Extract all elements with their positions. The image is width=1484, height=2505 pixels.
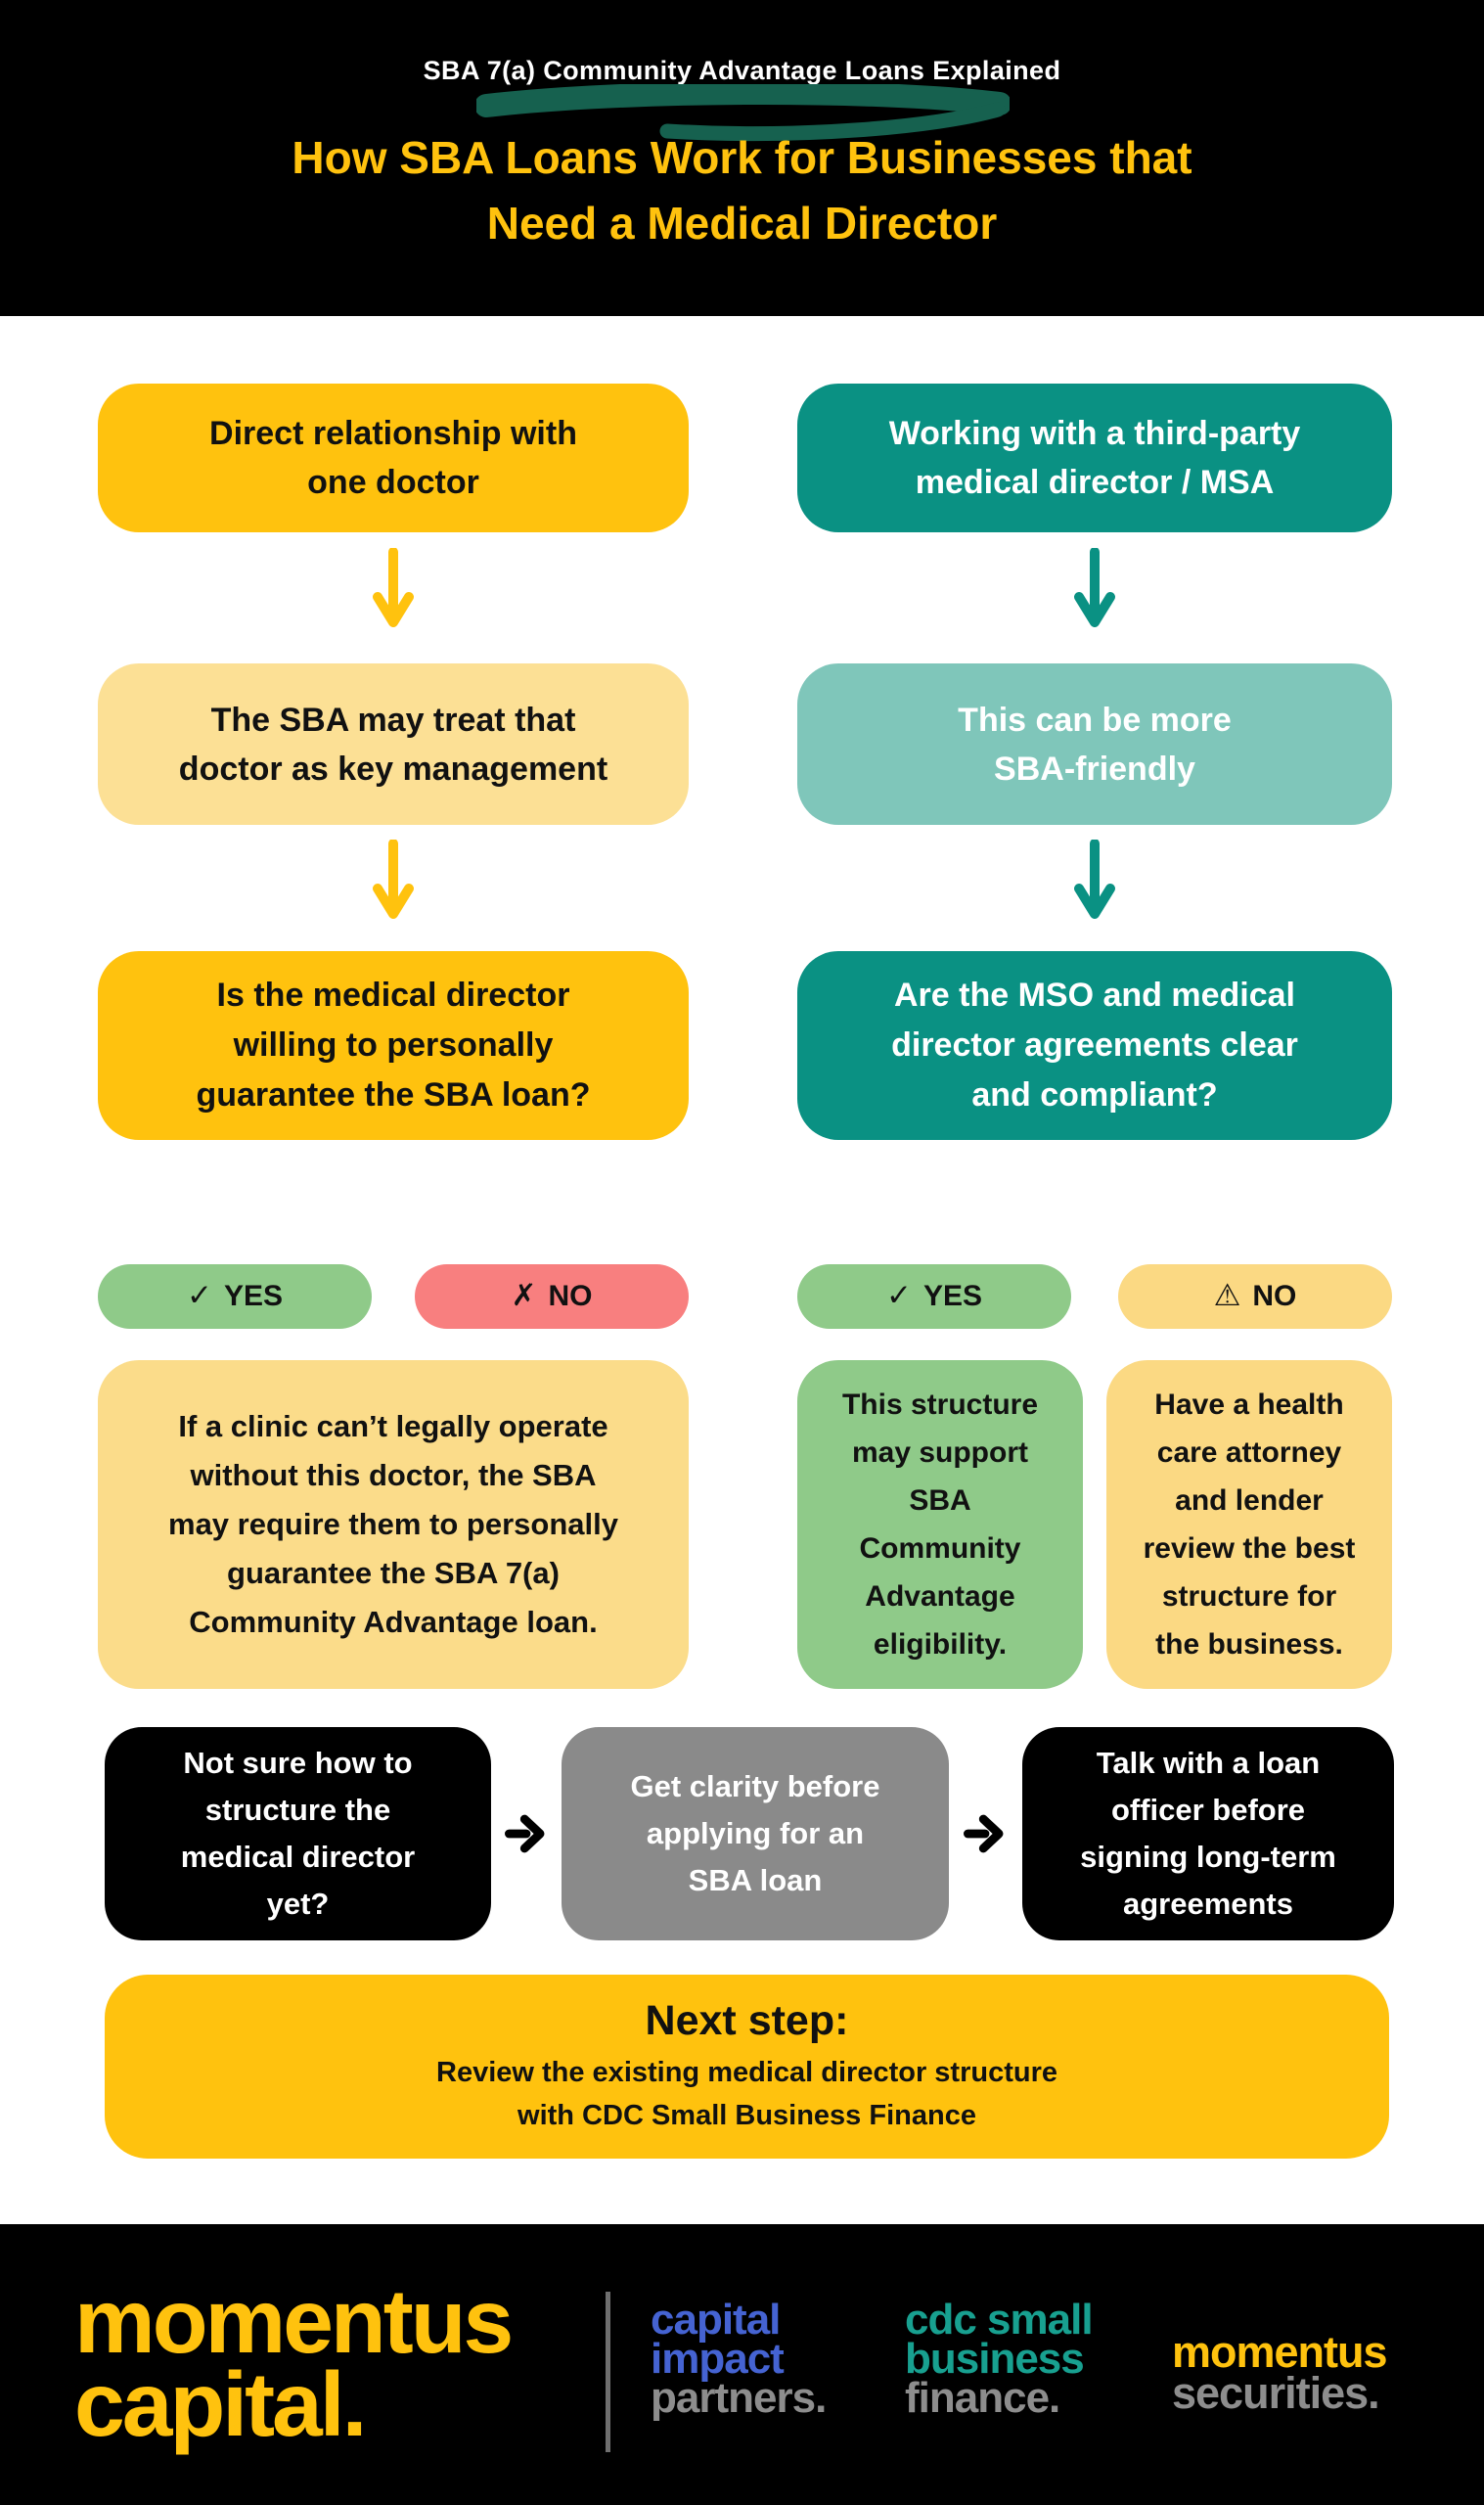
brush-underline-icon	[476, 84, 1010, 142]
yes-label: YES	[922, 1280, 982, 1312]
cdc-small-business-finance-logo: cdc small business finance.	[905, 2296, 1094, 2422]
right-no-badge: ⚠ NO	[1118, 1264, 1392, 1329]
logo-line: finance.	[905, 2374, 1060, 2422]
left-question-box: Is the medical director willing to perso…	[98, 951, 689, 1140]
no-label: NO	[1252, 1280, 1297, 1312]
right-step-box: This can be more SBA-friendly	[797, 663, 1392, 825]
left-step-box: The SBA may treat that doctor as key man…	[98, 663, 689, 825]
capital-impact-partners-logo: capital impact partners.	[651, 2296, 827, 2422]
right-question-box: Are the MSO and medical director agreeme…	[797, 951, 1392, 1140]
next-step-box: Next step: Review the existing medical d…	[105, 1975, 1389, 2159]
logo-line: cdc small	[905, 2296, 1094, 2344]
cta-box-3: Talk with a loan officer before signing …	[1022, 1727, 1394, 1940]
logo-line: capital	[651, 2296, 781, 2344]
footer: momentus capital. capital impact partner…	[0, 2224, 1484, 2505]
logo-line: partners.	[651, 2374, 827, 2422]
left-yes-badge: ✓ YES	[98, 1264, 372, 1329]
eyebrow-text: SBA 7(a) Community Advantage Loans Expla…	[423, 56, 1061, 85]
cross-icon: ✗	[511, 1278, 537, 1312]
down-arrow-icon	[1072, 548, 1117, 638]
cta-box-2: Get clarity before applying for an SBA l…	[562, 1727, 949, 1940]
momentus-securities-logo: momentus securities.	[1172, 2327, 1388, 2418]
right-outcome-yes-box: This structure may support SBA Community…	[797, 1360, 1083, 1689]
footer-divider	[606, 2292, 610, 2452]
left-start-box: Direct relationship with one doctor	[98, 384, 689, 532]
logo-line: momentus	[1172, 2327, 1388, 2377]
yes-label: YES	[223, 1280, 283, 1312]
no-label: NO	[548, 1280, 593, 1312]
warning-icon: ⚠	[1213, 1278, 1241, 1312]
right-arrow-icon	[964, 1811, 1007, 1856]
down-arrow-icon	[371, 840, 416, 930]
momentus-capital-logo: momentus capital.	[74, 2270, 514, 2455]
logo-line: securities.	[1172, 2368, 1380, 2418]
logo-line: business	[905, 2335, 1085, 2383]
check-icon: ✓	[186, 1278, 212, 1312]
check-icon: ✓	[885, 1278, 912, 1312]
page-title: How SBA Loans Work for Businesses that N…	[292, 132, 1192, 249]
right-outcome-no-box: Have a health care attorney and lender r…	[1106, 1360, 1392, 1689]
left-outcome-box: If a clinic can’t legally operate withou…	[98, 1360, 689, 1689]
right-arrow-icon	[505, 1811, 548, 1856]
next-step-body: Review the existing medical director str…	[436, 2056, 1057, 2131]
header: SBA 7(a) Community Advantage Loans Expla…	[0, 0, 1484, 316]
right-start-box: Working with a third-party medical direc…	[797, 384, 1392, 532]
next-step-title: Next step:	[645, 1996, 849, 2044]
logo-line: impact	[651, 2335, 785, 2383]
down-arrow-icon	[371, 548, 416, 638]
cta-box-1: Not sure how to structure the medical di…	[105, 1727, 491, 1940]
down-arrow-icon	[1072, 840, 1117, 930]
left-no-badge: ✗ NO	[415, 1264, 689, 1329]
right-yes-badge: ✓ YES	[797, 1264, 1071, 1329]
